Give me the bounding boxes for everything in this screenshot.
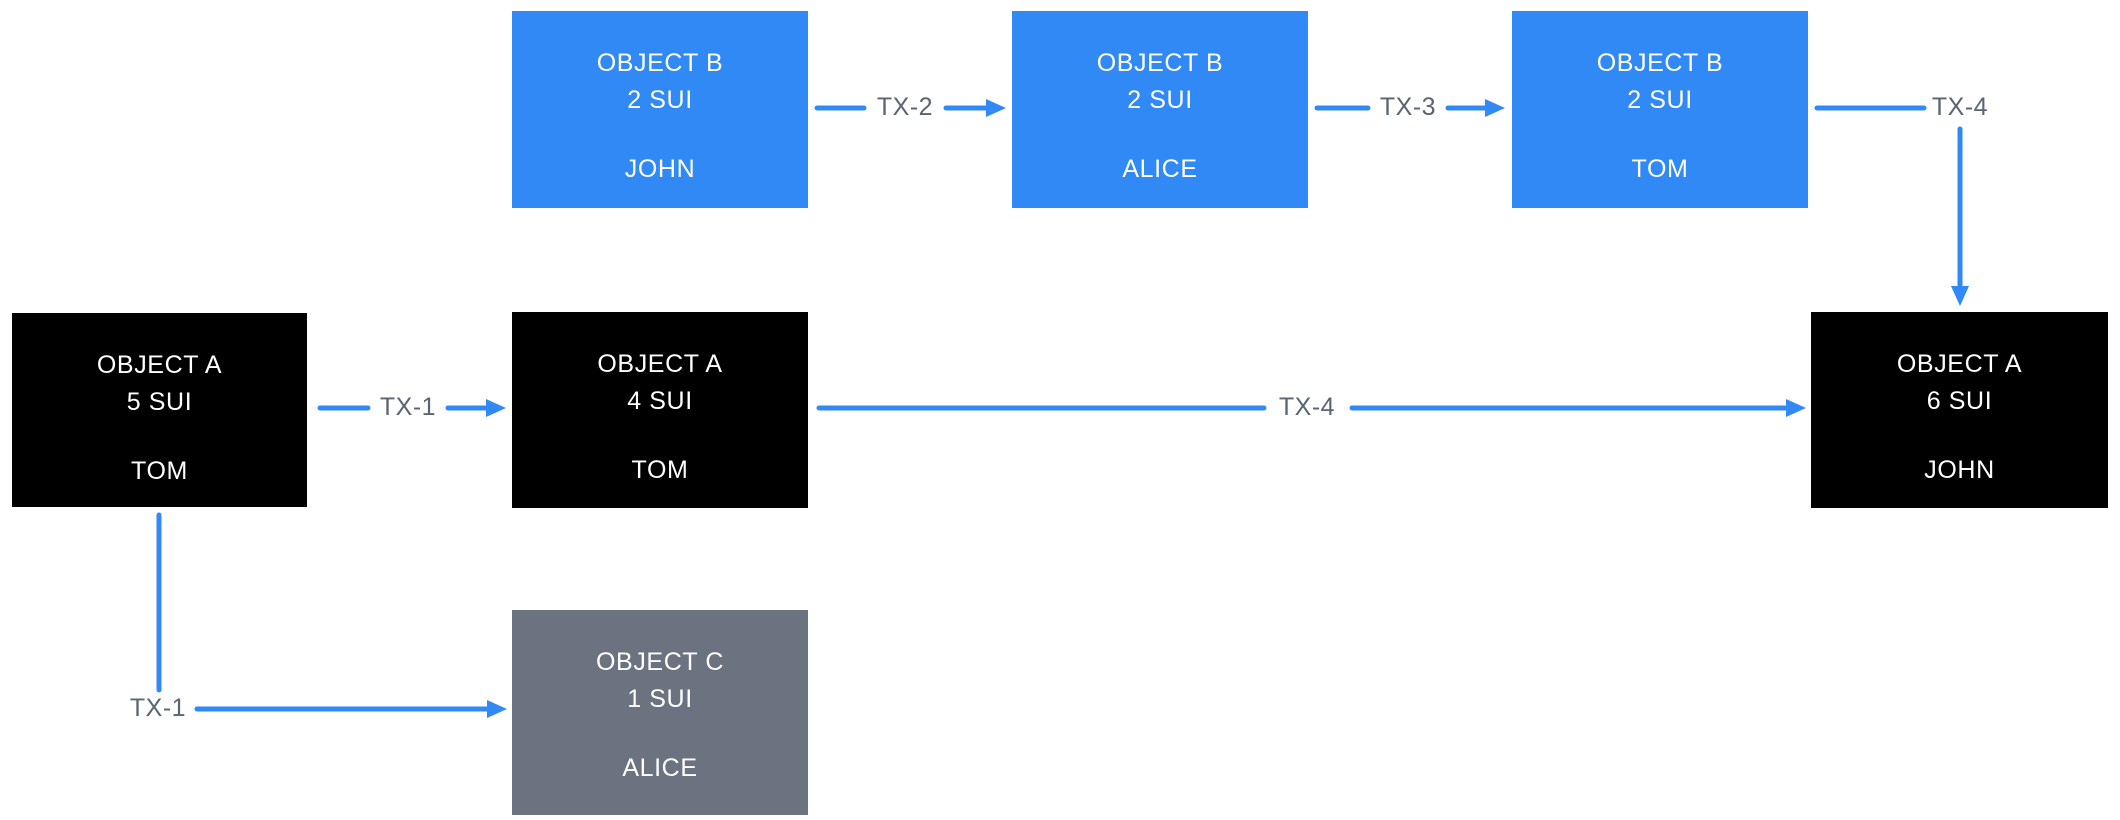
node-amount: 2 SUI	[1127, 86, 1193, 114]
edge-tx1-merge-arrow	[156, 512, 507, 718]
node-title: OBJECT A	[1896, 350, 2023, 378]
edge-label-tx3: TX-3	[1379, 93, 1437, 121]
node-owner: TOM	[131, 457, 188, 485]
node-owner: JOHN	[624, 155, 696, 183]
node-owner: ALICE	[1122, 155, 1198, 183]
edge-label-tx2: TX-2	[876, 93, 934, 121]
node-owner: TOM	[631, 456, 689, 484]
node-owner: JOHN	[1924, 456, 1995, 484]
node-object-c-alice: OBJECT C 1 SUI ALICE	[512, 610, 808, 815]
edge-label-tx4-top: TX-4	[1931, 93, 1989, 121]
node-object-a-tom-5sui: OBJECT A 5 SUI TOM	[12, 313, 307, 507]
node-title: OBJECT A	[96, 351, 223, 379]
node-object-b-tom: OBJECT B 2 SUI TOM	[1512, 11, 1808, 208]
edge-tx4-top-arrow	[1814, 105, 1969, 306]
edge-label-tx1-merge: TX-1	[129, 694, 187, 722]
edge-label-tx4-long: TX-4	[1278, 393, 1336, 421]
node-amount: 2 SUI	[627, 86, 693, 114]
node-object-b-john: OBJECT B 2 SUI JOHN	[512, 11, 808, 208]
node-owner: TOM	[1631, 155, 1689, 183]
node-object-b-alice: OBJECT B 2 SUI ALICE	[1012, 11, 1308, 208]
node-amount: 2 SUI	[1627, 86, 1693, 114]
node-title: OBJECT B	[1096, 49, 1224, 77]
node-amount: 5 SUI	[126, 388, 193, 416]
node-amount: 1 SUI	[627, 685, 693, 713]
node-owner: ALICE	[622, 754, 698, 782]
node-title: OBJECT C	[596, 648, 724, 676]
node-title: OBJECT B	[596, 49, 724, 77]
edge-label-tx1-split: TX-1	[379, 393, 437, 421]
node-amount: 4 SUI	[627, 387, 693, 415]
node-title: OBJECT A	[597, 350, 723, 378]
node-title: OBJECT B	[1596, 49, 1724, 77]
node-amount: 6 SUI	[1926, 387, 1993, 415]
node-object-a-tom-4sui: OBJECT A 4 SUI TOM	[512, 312, 808, 508]
node-object-a-john-6sui: OBJECT A 6 SUI JOHN	[1811, 312, 2108, 508]
